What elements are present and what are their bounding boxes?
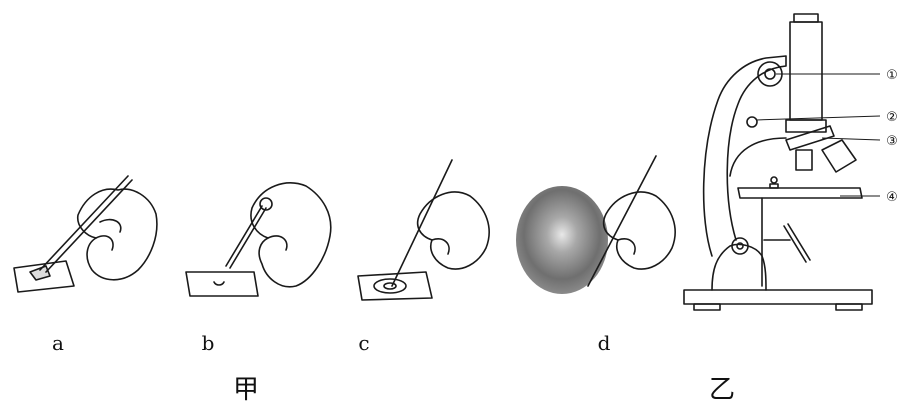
step-label-a: a [52, 331, 64, 355]
callout-3: ③ [886, 134, 898, 149]
objective-lens [796, 150, 812, 170]
step-label-b: b [202, 331, 215, 355]
caption-jia: 甲 [233, 375, 259, 405]
callout-1: ① [886, 68, 898, 83]
mirror [784, 224, 810, 262]
callout-4: ④ [886, 190, 898, 205]
caption-yi: 乙 [709, 375, 735, 405]
callout-2: ② [886, 110, 898, 125]
hand-d [604, 192, 675, 269]
needle-c [392, 160, 452, 286]
step-b-illustration [186, 183, 331, 296]
step-label-c: c [358, 331, 369, 355]
step-d-illustration [516, 156, 675, 294]
microscope-base [684, 290, 872, 304]
step-label-d: d [598, 331, 611, 355]
tissue-sample [516, 186, 608, 294]
fine-focus-knob [747, 117, 757, 127]
step-c-illustration [358, 160, 489, 300]
slide-c [358, 272, 432, 300]
callout-line-3 [822, 138, 880, 140]
hand-c [418, 192, 489, 269]
body-tube [790, 22, 822, 120]
step-a-illustration [14, 176, 157, 292]
eyepiece [794, 14, 818, 22]
hand-a [78, 189, 157, 280]
microscope-illustration: ① ② ③ ④ [684, 14, 898, 310]
